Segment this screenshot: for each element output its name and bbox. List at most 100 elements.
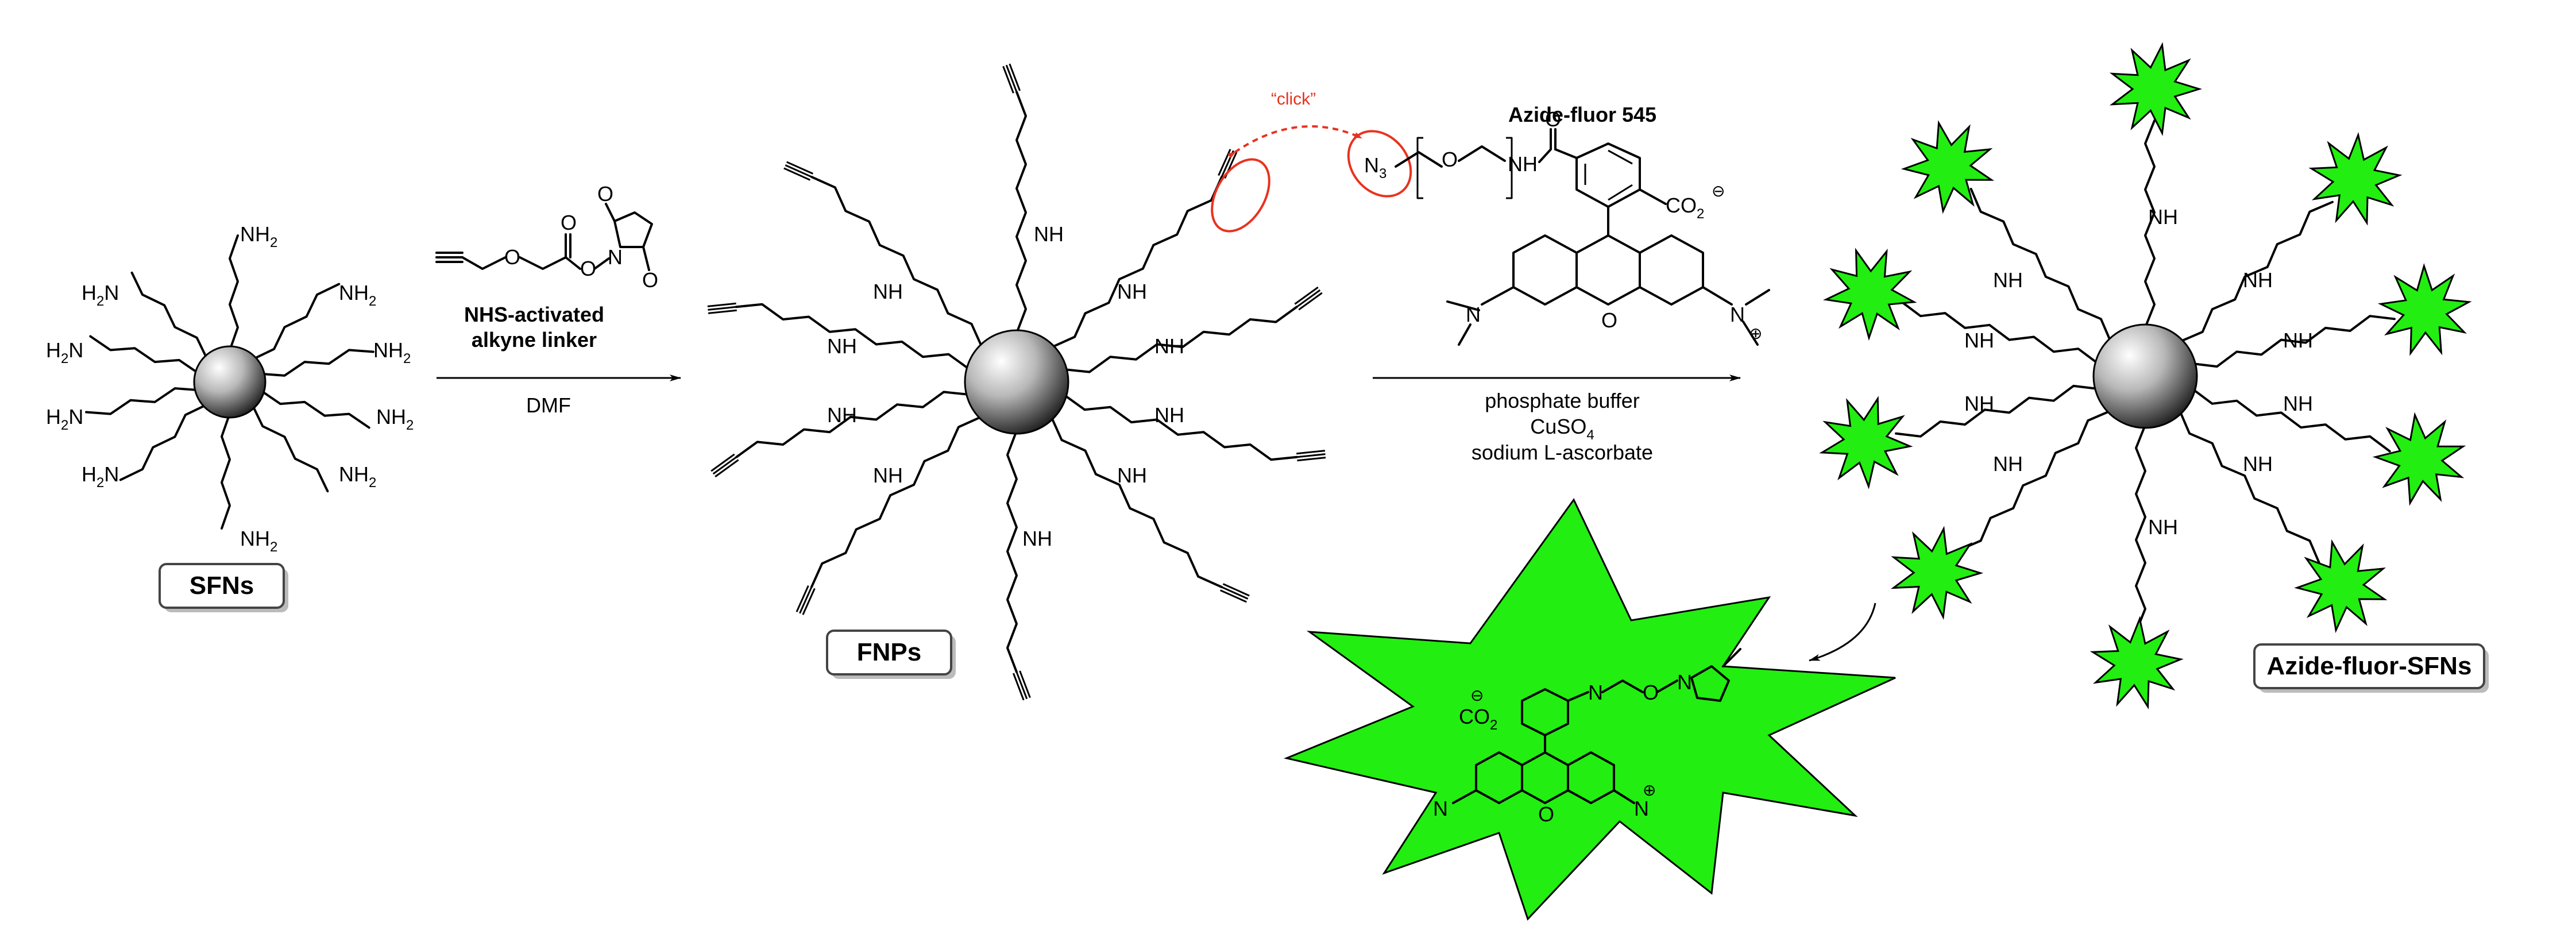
- svg-text:⊖: ⊖: [1470, 686, 1484, 704]
- amine-arm: [250, 283, 341, 361]
- svg-text:NH: NH: [2243, 268, 2273, 292]
- svg-text:N: N: [1588, 681, 1603, 704]
- svg-text:⊕: ⊕: [1643, 781, 1656, 799]
- fluor-arm: [1899, 300, 2099, 365]
- reagent-name-line1: NHS-activated: [464, 303, 604, 326]
- svg-text:N3: N3: [1364, 153, 1387, 182]
- fluor-star-small: [1822, 248, 1917, 341]
- svg-text:NH: NH: [1993, 452, 2023, 476]
- alkyne-triple-bond: [1221, 586, 1249, 600]
- svg-text:NH2: NH2: [373, 338, 411, 366]
- alkyne-triple-bond: [708, 306, 737, 311]
- fnp-structure: NH NH NH NH NH NH NH NH NH NH FNPs: [707, 63, 1326, 701]
- alkyne-triple-bond: [795, 585, 809, 612]
- fluor-star-small: [2294, 539, 2388, 634]
- fluor-star-small: [2308, 132, 2403, 226]
- amine-labels: NH2 H2N NH2 H2N NH2 H2N NH2 H2N NH2 NH2: [46, 222, 414, 555]
- fnp-amide-labels: NH NH NH NH NH NH NH NH NH NH: [827, 222, 1184, 550]
- alkyne-arm: [1050, 415, 1223, 589]
- amine-arm: [85, 387, 200, 415]
- fluorophore-zoom: N O N CO2 ⊖ O N N ⊕: [1284, 498, 1896, 921]
- alkyne-triple-bond: [1294, 286, 1319, 305]
- svg-text:NH: NH: [873, 280, 903, 303]
- alkyne-arm: [735, 303, 971, 370]
- amine-arms: [85, 234, 374, 530]
- svg-text:H2N: H2N: [46, 405, 83, 433]
- alkyne-arm: [1050, 175, 1223, 349]
- alkyne-triple-bond: [1222, 583, 1250, 597]
- svg-text:NH: NH: [2243, 452, 2273, 476]
- svg-text:CO2: CO2: [1459, 705, 1497, 733]
- fluor-arm: [2191, 388, 2391, 453]
- svg-text:SFNs: SFNs: [190, 572, 254, 600]
- big-fluor-star: [1284, 498, 1896, 921]
- fluor-star-small: [1901, 120, 1995, 214]
- svg-text:O: O: [561, 211, 577, 234]
- alkyne-triple-bond: [802, 588, 816, 615]
- alkyne-arm: [810, 415, 983, 589]
- svg-text:H2N: H2N: [46, 338, 83, 366]
- sfn-structure: NH2 H2N NH2 H2N NH2 H2N NH2 H2N NH2 NH2 …: [46, 222, 414, 612]
- svg-text:Azide-fluor-SFNs: Azide-fluor-SFNs: [2267, 652, 2472, 680]
- final-label-box: Azide-fluor-SFNs: [2253, 643, 2489, 693]
- click-dashed-arrow: [1227, 125, 1362, 159]
- svg-text:NH: NH: [1508, 152, 1538, 176]
- solvent-label: DMF: [526, 393, 571, 417]
- svg-text:H2N: H2N: [82, 462, 119, 491]
- fluor-arm: [1969, 188, 2112, 343]
- alkyne-triple-bond: [1219, 589, 1247, 603]
- svg-text:NH: NH: [1993, 268, 2023, 292]
- svg-text:N: N: [1634, 797, 1649, 820]
- svg-text:NH2: NH2: [376, 405, 414, 433]
- reagent-name-line2: alkyne linker: [472, 328, 597, 352]
- svg-text:O: O: [504, 245, 520, 269]
- fluor-arm: [1895, 384, 2099, 438]
- alkyne-triple-bond: [1012, 673, 1025, 701]
- fluorophore-structure-zoom: N O N CO2 ⊖ O N N ⊕: [1433, 648, 1741, 826]
- fluor-arm: [2144, 119, 2156, 329]
- alkyne-highlight-ellipse: [1211, 158, 1270, 233]
- fnp-label-box: FNPs: [826, 630, 956, 679]
- fluor-star-small: [1819, 396, 1913, 489]
- sfn-label-box: SFNs: [159, 563, 288, 612]
- svg-text:NH: NH: [1034, 222, 1064, 246]
- amine-arm: [221, 412, 231, 530]
- alkyne-triple-bond: [799, 586, 813, 614]
- svg-text:H2N: H2N: [82, 281, 119, 309]
- svg-text:FNPs: FNPs: [857, 638, 921, 666]
- svg-text:N: N: [1677, 670, 1692, 694]
- svg-text:NH: NH: [1117, 280, 1147, 303]
- alkyne-triple-bond: [1009, 63, 1021, 91]
- amine-arm: [259, 349, 374, 377]
- azide-fluor-structure: N3 O NH O CO2 ⊖ O N N ⊕: [1364, 107, 1770, 346]
- svg-text:NH: NH: [1117, 464, 1147, 487]
- svg-text:NH2: NH2: [339, 462, 376, 491]
- svg-text:NH: NH: [827, 334, 857, 358]
- amine-arm: [130, 271, 209, 361]
- alkyne-triple-bond: [785, 164, 812, 178]
- alkyne-arm: [1063, 393, 1298, 461]
- alkyne-triple-bond: [783, 167, 811, 181]
- alkyne-arm: [1006, 430, 1018, 673]
- amine-arm: [259, 389, 370, 429]
- svg-text:NH2: NH2: [339, 281, 376, 309]
- svg-text:CO2: CO2: [1666, 194, 1704, 222]
- alkyne-triple-bond: [1296, 450, 1326, 455]
- condition-copper-sulfate: CuSO4: [1530, 415, 1594, 443]
- final-amide-labels: NH NH NH NH NH NH NH NH NH NH: [1964, 205, 2313, 539]
- zoom-arrow: [1809, 603, 1876, 662]
- alkyne-triple-bond: [786, 161, 814, 175]
- svg-text:NH2: NH2: [240, 527, 277, 555]
- fluor-arm: [2179, 200, 2334, 343]
- condition-ascorbate: sodium L-ascorbate: [1472, 441, 1653, 464]
- svg-text:O: O: [1545, 107, 1561, 131]
- svg-text:NH: NH: [1964, 392, 1994, 415]
- svg-text:O: O: [642, 268, 658, 292]
- alkyne-triple-bond: [708, 309, 737, 314]
- svg-text:NH: NH: [2283, 329, 2313, 352]
- svg-text:N: N: [1433, 797, 1448, 820]
- alkyne-arm: [810, 175, 983, 349]
- alkyne-triple-bond: [712, 456, 737, 475]
- fluor-star-small: [1890, 526, 1984, 620]
